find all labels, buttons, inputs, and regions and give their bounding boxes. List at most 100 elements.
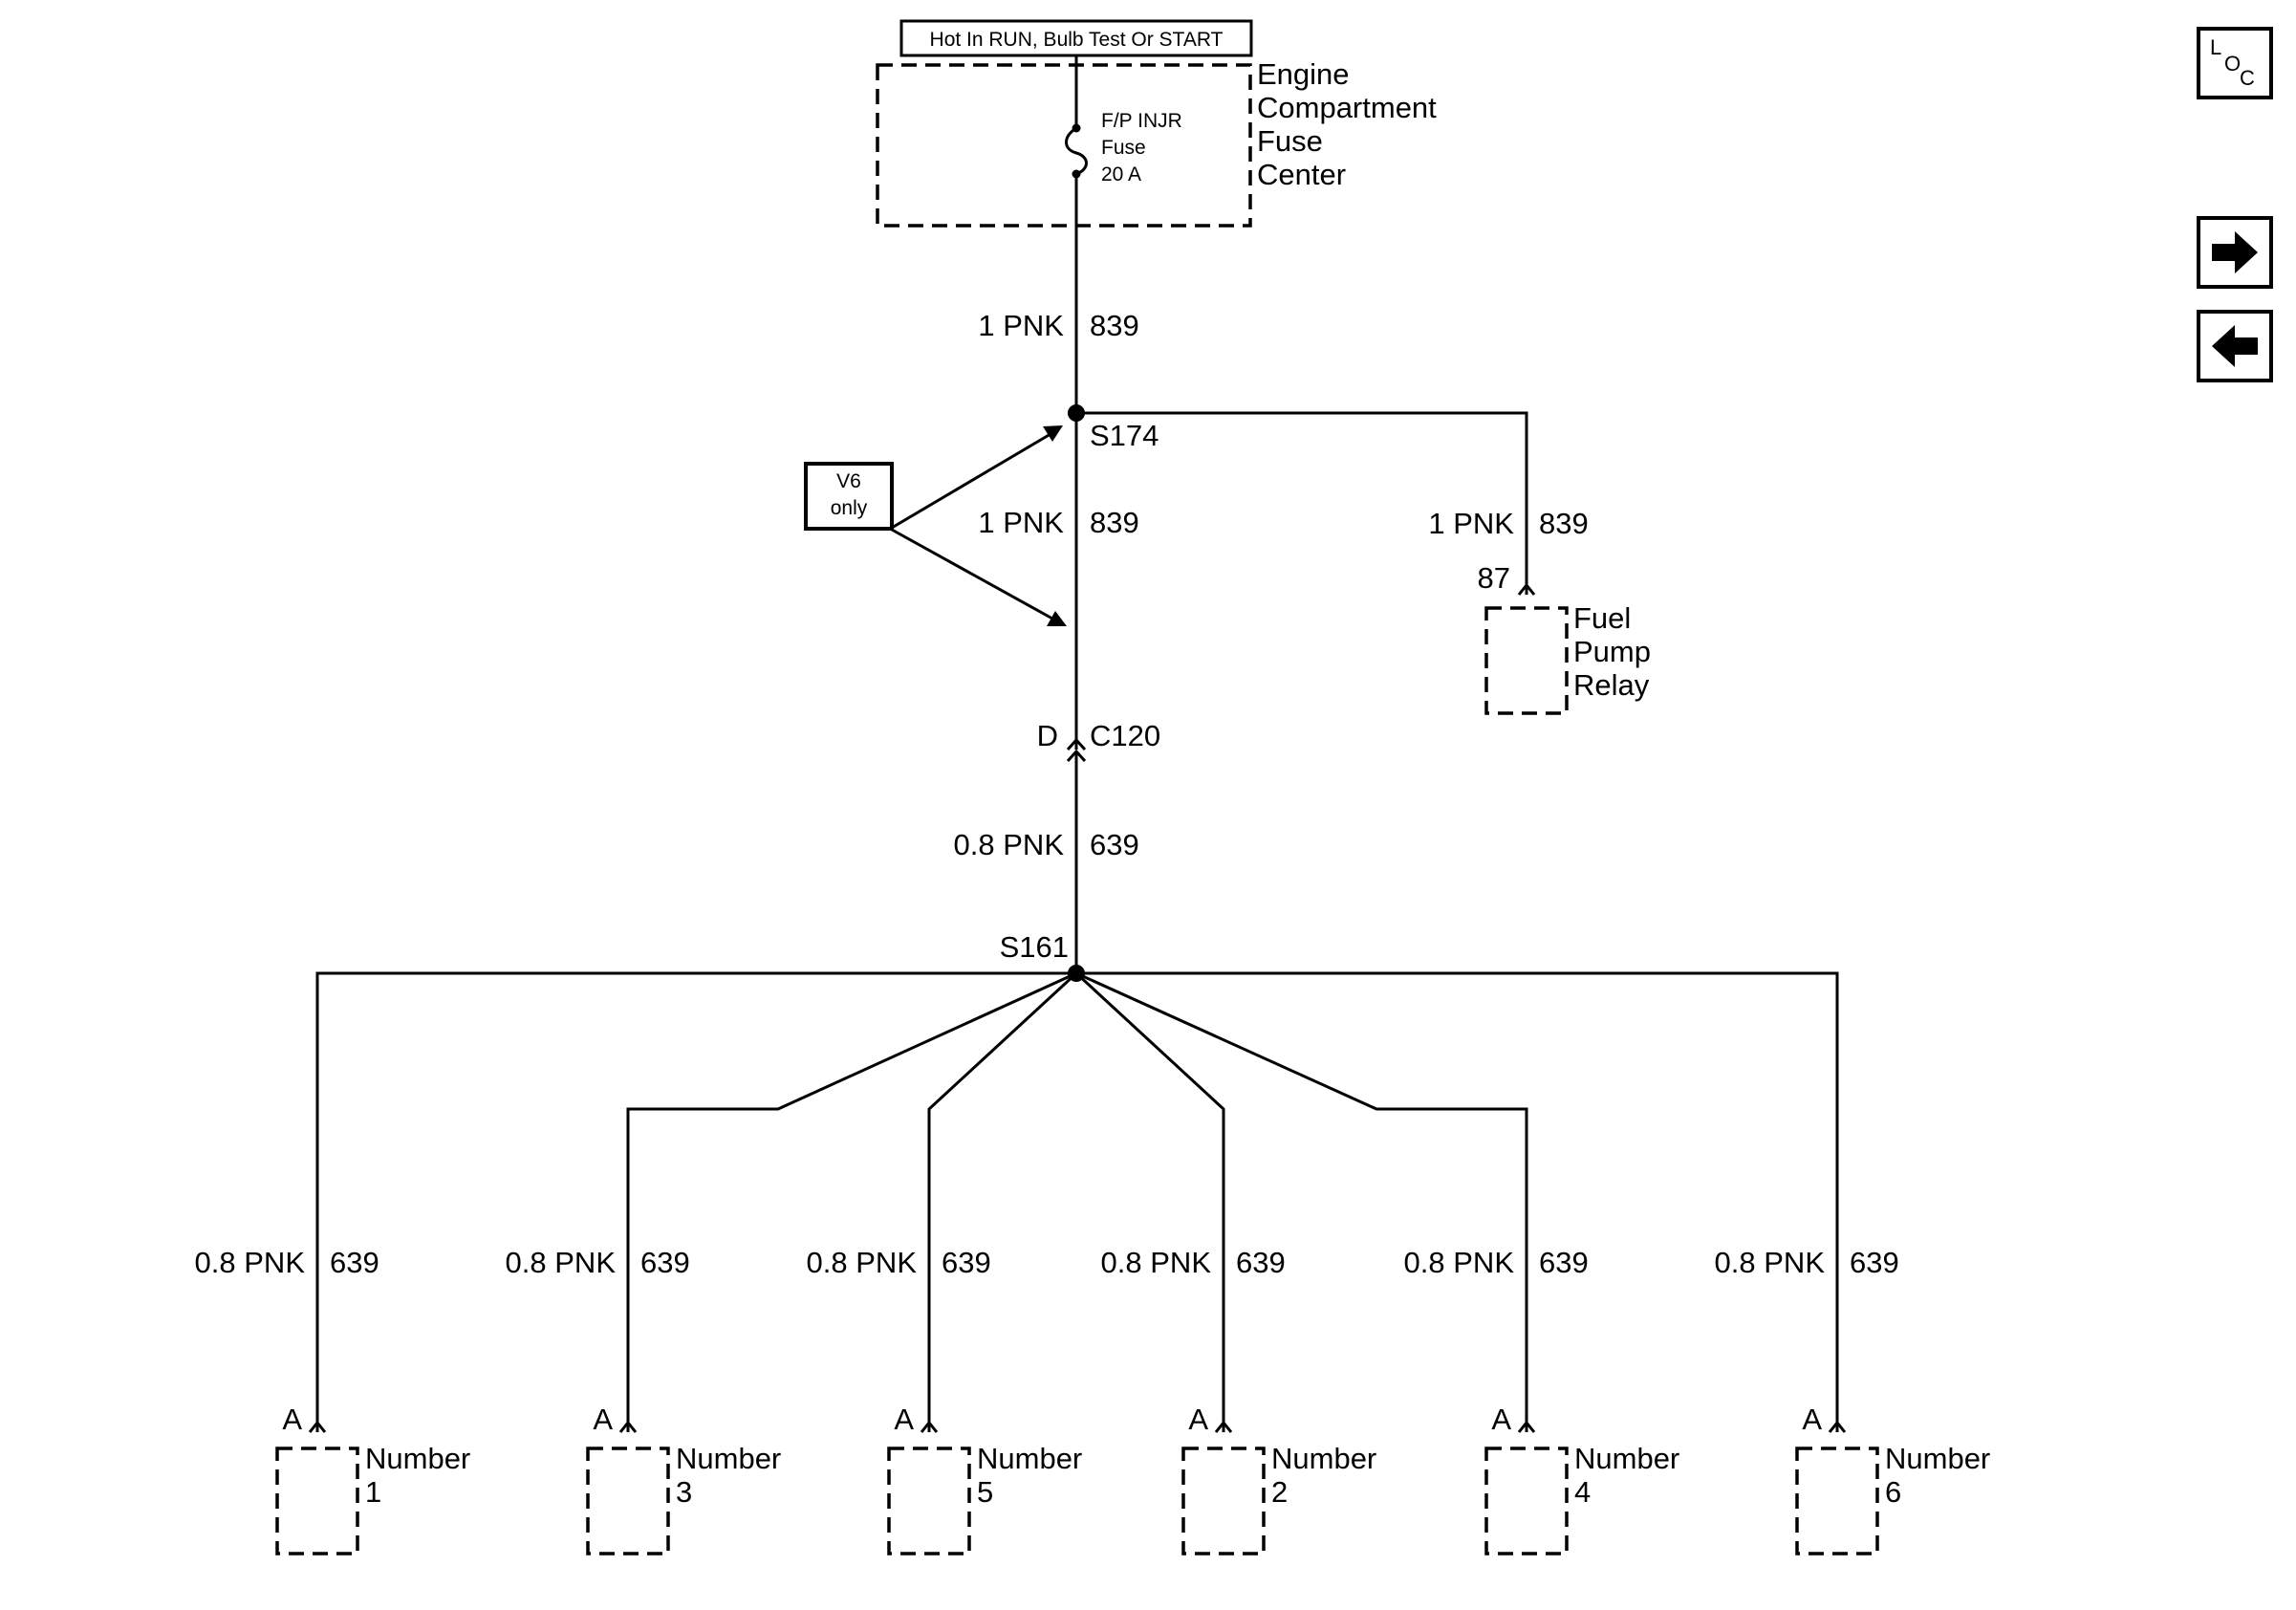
injector-4-num: 4 [1574, 1475, 1591, 1509]
fuse-center-line-4: Center [1257, 158, 1346, 191]
fuse-name: F/P INJR [1101, 110, 1182, 132]
relay-pin-terminal [1517, 582, 1536, 596]
injector-1-box [275, 1447, 359, 1556]
power-label: Hot In RUN, Bulb Test Or START [930, 29, 1224, 51]
injector-1-gauge: 0.8 PNK [195, 1246, 306, 1279]
injector-1-circuit: 639 [330, 1246, 379, 1279]
loc-letter-o: O [2224, 52, 2241, 76]
wire-lower-circuit: 639 [1090, 828, 1139, 861]
connector-pin: D [1037, 719, 1058, 752]
fuse-center-line-3: Fuse [1257, 124, 1323, 158]
v6-arrow-upper-head [1043, 425, 1063, 442]
injector-6: 0.8 PNK 639 A Number 6 [1715, 1246, 1990, 1556]
injector-2: 0.8 PNK 639 A Number 2 [1101, 1246, 1376, 1556]
fuse-center-box [876, 63, 1252, 228]
injector-4-gauge: 0.8 PNK [1404, 1246, 1515, 1279]
v6-note-line-2: only [831, 497, 868, 519]
connector-name: C120 [1090, 719, 1160, 752]
fuse-type: Fuse [1101, 137, 1146, 159]
injector-2-box [1181, 1447, 1266, 1556]
injector-3: 0.8 PNK 639 A Number 3 [506, 1246, 781, 1556]
injector-3-label: Number [676, 1442, 781, 1475]
injector-4-circuit: 639 [1539, 1246, 1589, 1279]
splice-s161-label: S161 [1000, 930, 1069, 964]
injector-1-pin: A [282, 1403, 302, 1436]
wire-mid-circuit: 839 [1090, 506, 1139, 539]
injector-5-gauge: 0.8 PNK [807, 1246, 918, 1279]
wire-lower-gauge: 0.8 PNK [954, 828, 1065, 861]
v6-arrow-lower-head [1047, 611, 1067, 626]
injector-3-box [586, 1447, 670, 1556]
injector-3-pin: A [593, 1403, 613, 1436]
injector-4-terminal [1517, 1420, 1536, 1433]
v6-note-line-1: V6 [836, 470, 861, 492]
relay-line-2: Pump [1573, 635, 1651, 668]
wire-injector-4 [1075, 971, 1528, 1432]
injector-6-gauge: 0.8 PNK [1715, 1246, 1826, 1279]
injector-2-num: 2 [1271, 1475, 1288, 1509]
injector-5-circuit: 639 [942, 1246, 991, 1279]
wire-top-circuit: 839 [1090, 309, 1139, 342]
relay-line-3: Relay [1573, 668, 1650, 702]
injector-6-num: 6 [1885, 1475, 1901, 1509]
wire-injector-2 [1074, 971, 1225, 1432]
injector-5-num: 5 [977, 1475, 993, 1509]
injector-5-box [887, 1447, 971, 1556]
fuse-symbol [1065, 55, 1088, 179]
arrow-right-icon [2212, 231, 2258, 273]
wire-mid-gauge: 1 PNK [978, 506, 1064, 539]
injector-2-label: Number [1271, 1442, 1376, 1475]
v6-note-box [804, 462, 894, 531]
v6-arrow-lower-line [891, 528, 1053, 620]
loc-button[interactable]: L O C [2197, 27, 2273, 99]
injector-6-label: Number [1885, 1442, 1990, 1475]
injector-2-terminal [1214, 1420, 1233, 1433]
fuel-pump-relay-box [1484, 606, 1569, 715]
previous-page-button[interactable] [2197, 310, 2273, 382]
wire-relay-branch [1076, 411, 1528, 595]
injector-2-pin: A [1188, 1403, 1208, 1436]
injector-4: 0.8 PNK 639 A Number 4 [1404, 1246, 1679, 1556]
wire-injector-3 [626, 971, 1077, 1432]
wire-relay-circuit: 839 [1539, 507, 1589, 540]
injector-1: 0.8 PNK 639 A Number 1 [195, 1246, 470, 1556]
fuse-center-label: Engine Compartment Fuse Center [1257, 57, 1437, 191]
wire-injector-5 [927, 971, 1078, 1432]
injector-1-num: 1 [365, 1475, 381, 1509]
injector-4-label: Number [1574, 1442, 1679, 1475]
wire-injector-6 [1076, 971, 1839, 1432]
next-page-button[interactable] [2197, 216, 2273, 289]
fuse-center-line-2: Compartment [1257, 91, 1437, 124]
injector-3-gauge: 0.8 PNK [506, 1246, 617, 1279]
relay-line-1: Fuel [1573, 601, 1631, 635]
injector-6-circuit: 639 [1850, 1246, 1899, 1279]
wire-relay-gauge: 1 PNK [1428, 507, 1514, 540]
splice-s174-label: S174 [1090, 419, 1159, 452]
injector-4-box [1484, 1447, 1569, 1556]
injector-5-terminal [920, 1420, 939, 1433]
wire-top-gauge: 1 PNK [978, 309, 1064, 342]
injector-1-label: Number [365, 1442, 470, 1475]
injector-6-pin: A [1802, 1403, 1822, 1436]
fuse-rating: 20 A [1101, 163, 1141, 185]
injector-3-circuit: 639 [640, 1246, 690, 1279]
injector-5-label: Number [977, 1442, 1082, 1475]
loc-letter-c: C [2240, 66, 2255, 90]
fuse-center-line-1: Engine [1257, 57, 1350, 91]
injector-4-pin: A [1491, 1403, 1511, 1436]
injector-1-terminal [308, 1420, 327, 1433]
injector-2-gauge: 0.8 PNK [1101, 1246, 1212, 1279]
injector-5-pin: A [894, 1403, 914, 1436]
wire-injector-1 [315, 971, 1076, 1432]
injector-5: 0.8 PNK 639 A Number 5 [807, 1246, 1082, 1556]
injector-3-num: 3 [676, 1475, 692, 1509]
arrow-left-icon [2212, 325, 2258, 367]
injector-3-terminal [618, 1420, 638, 1433]
relay-pin: 87 [1478, 561, 1510, 595]
injector-6-terminal [1828, 1420, 1847, 1433]
injector-6-box [1795, 1447, 1879, 1556]
loc-letter-l: L [2210, 35, 2221, 59]
injector-2-circuit: 639 [1236, 1246, 1286, 1279]
v6-arrow-upper-line [891, 432, 1051, 530]
